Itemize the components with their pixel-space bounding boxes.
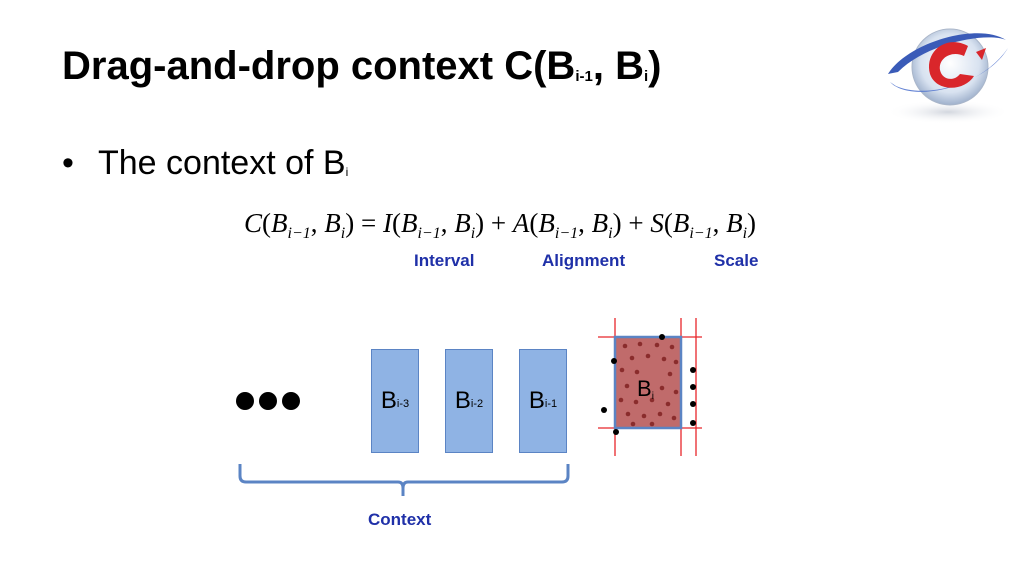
formula-symbol: I xyxy=(382,208,392,238)
formula-symbol: B xyxy=(672,208,690,238)
block-letter: B xyxy=(380,387,397,414)
formula-subscript: i−1 xyxy=(554,225,579,242)
current-block-label: Bi xyxy=(637,376,654,402)
context-label: Context xyxy=(368,510,432,529)
formula-symbol: + xyxy=(484,208,513,238)
block-letter: B xyxy=(637,376,652,401)
block-letter: B xyxy=(454,387,471,414)
formula-symbol: B xyxy=(726,208,743,238)
title-subscript-1: i-1 xyxy=(575,68,593,85)
block-subscript: i-3 xyxy=(396,398,410,410)
slide-title: Drag-and-drop context C(Bi-1, Bi) xyxy=(62,46,661,86)
logo-icon xyxy=(886,28,1010,124)
formula-subscript: i−1 xyxy=(417,225,441,242)
alignment-label: Alignment xyxy=(542,251,626,270)
formula-symbol: S xyxy=(650,208,664,238)
context-brace xyxy=(238,464,570,496)
bullet-subscript: i xyxy=(345,165,349,179)
formula-symbol: ) xyxy=(612,208,622,238)
formula-symbol: = xyxy=(354,208,383,238)
formula-symbol: B xyxy=(271,208,288,238)
formula-subscript: i xyxy=(742,225,748,242)
bullet-text: The context of B xyxy=(98,144,346,182)
block-subscript: i-2 xyxy=(470,398,484,410)
formula-symbol: B xyxy=(591,208,609,238)
snap-points xyxy=(601,334,696,435)
block-subscript: i-1 xyxy=(544,398,558,410)
formula-subscript: i−1 xyxy=(287,225,311,242)
title-subscript-2: i xyxy=(643,68,649,85)
current-block xyxy=(613,335,683,430)
interval-label: Interval xyxy=(414,251,475,270)
formula-symbol: B xyxy=(538,208,555,238)
formula-subscript: i xyxy=(608,225,613,242)
title-main: Drag-and-drop context C(B xyxy=(62,44,576,88)
formula-subscript: i−1 xyxy=(689,225,713,242)
formula-symbol: ) xyxy=(475,208,485,238)
title-mid: , B xyxy=(592,44,644,88)
scale-label: Scale xyxy=(714,251,759,270)
ellipsis-dots xyxy=(236,392,300,410)
formula-symbol: ) xyxy=(345,208,355,238)
formula-symbol: B xyxy=(454,208,471,238)
formula-symbol: ( xyxy=(391,208,401,238)
formula-symbol: + xyxy=(621,208,651,238)
title-end: ) xyxy=(648,44,662,88)
formula-symbol: ) xyxy=(747,208,757,238)
formula-subscript: i xyxy=(470,225,476,242)
bullet-item: • The context of Bi xyxy=(62,146,348,180)
texture-dots xyxy=(618,341,679,427)
block-letter: B xyxy=(528,387,545,414)
formula-symbol: ( xyxy=(262,208,272,238)
formula-symbol: , xyxy=(440,208,455,238)
bullet-marker: • xyxy=(62,144,74,182)
formula-symbol: A xyxy=(512,208,530,238)
formula-symbol: , xyxy=(578,208,592,238)
formula-symbol: ( xyxy=(663,208,673,238)
formula-symbol: , xyxy=(712,208,727,238)
context-formula: C(Bi−1, Bi) = I(Bi−1, Bi) + A(Bi−1, Bi) … xyxy=(244,208,757,242)
formula-symbol: ( xyxy=(529,208,539,238)
formula-subscript: i xyxy=(340,225,346,242)
formula-symbol: B xyxy=(324,208,341,238)
block-subscript: i xyxy=(651,391,654,402)
formula-symbol: C xyxy=(244,208,263,238)
formula-symbol: B xyxy=(400,208,418,238)
formula-symbol: , xyxy=(310,208,325,238)
